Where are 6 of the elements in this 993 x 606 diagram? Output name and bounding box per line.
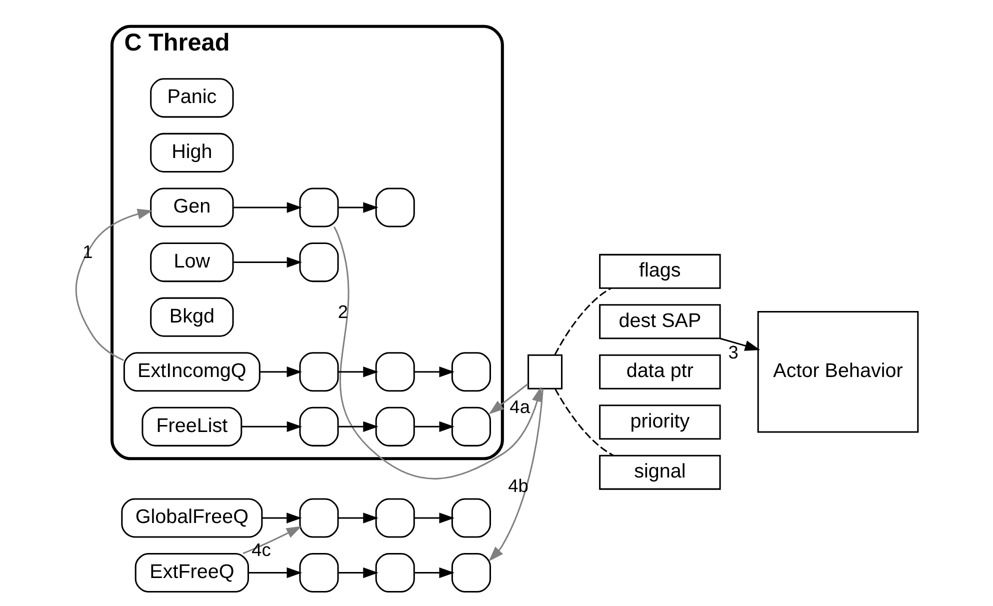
edge-label: 4a: [509, 396, 530, 418]
edge-label: 1: [82, 240, 92, 262]
edge-label: 2: [337, 300, 348, 322]
edge-label: 4b: [508, 475, 528, 496]
edge-label: 3: [728, 341, 738, 362]
edge-label: 4c: [251, 538, 270, 560]
